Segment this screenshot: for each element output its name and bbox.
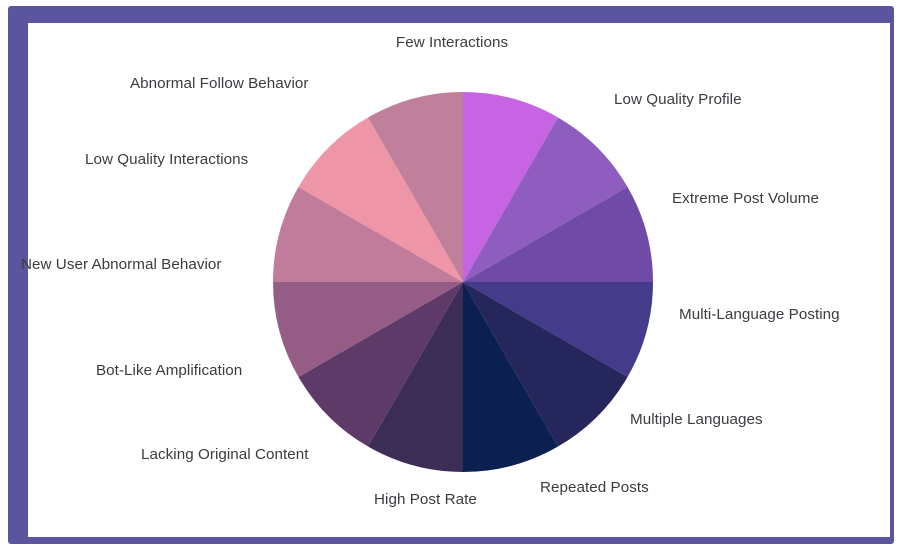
pie-slice-label: New User Abnormal Behavior <box>21 256 222 273</box>
pie-slice-label: Multi-Language Posting <box>679 306 840 323</box>
pie-slice[interactable] <box>463 92 558 282</box>
pie-slice-label: Bot-Like Amplification <box>96 362 243 379</box>
pie-slice[interactable] <box>463 282 628 447</box>
pie-slice-label: High Post Rate <box>374 491 477 508</box>
pie-slice-label: Lacking Original Content <box>141 446 309 463</box>
pie-slice-label: Low Quality Profile <box>614 91 742 108</box>
pie-slice[interactable] <box>273 282 463 377</box>
pie-slice-label: Abnormal Follow Behavior <box>130 75 309 92</box>
pie-slice-label: Extreme Post Volume <box>672 190 819 207</box>
pie-slice[interactable] <box>298 117 463 283</box>
pie-slice-label: Few Interactions <box>395 34 509 51</box>
pie-slice[interactable] <box>273 187 463 282</box>
pie-slice-label: Low Quality Interactions <box>85 151 249 168</box>
pie-slice[interactable] <box>463 282 558 472</box>
pie-slice-label: Repeated Posts <box>540 479 649 496</box>
pie-slice[interactable] <box>368 92 463 282</box>
pie-slice-group <box>273 92 653 472</box>
pie-slice[interactable] <box>463 282 653 377</box>
pie-slice[interactable] <box>463 187 653 282</box>
pie-slice[interactable] <box>463 117 628 283</box>
pie-slice-label: Multiple Languages <box>630 411 763 428</box>
pie-slice[interactable] <box>368 282 463 472</box>
pie-slice[interactable] <box>298 282 463 447</box>
